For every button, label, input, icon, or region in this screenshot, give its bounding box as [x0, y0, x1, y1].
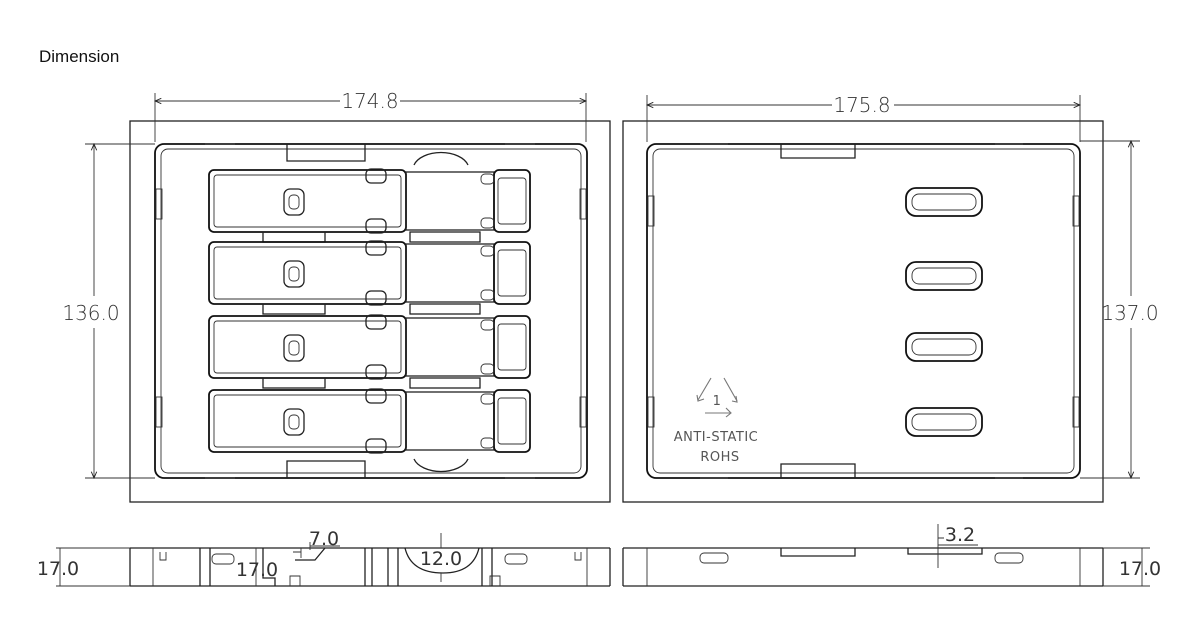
- dim-pocket-width: 7.0: [293, 528, 340, 558]
- top-view-left: [129, 120, 611, 503]
- dim-pocket-depth: 12.0: [420, 533, 462, 582]
- dim-left-height: 136.0: [62, 144, 155, 478]
- dim-side-right: 17.0: [1103, 547, 1161, 587]
- vent-slot: [905, 187, 983, 217]
- dim-pocket-depth-label: 12.0: [420, 548, 462, 570]
- dim-side-left: 17.0: [37, 547, 130, 587]
- top-view-right: 1 ANTI-STATIC ROHS: [622, 120, 1104, 503]
- vent-slot: [905, 261, 983, 291]
- dim-left-width-label: 174.8: [341, 89, 398, 113]
- tray-cell: [208, 388, 531, 454]
- tray-cell: [208, 168, 531, 243]
- dim-left-width: 174.8: [155, 89, 586, 142]
- dim-side-right-label: 17.0: [1119, 558, 1161, 580]
- dim-side-inner-label: 17.0: [236, 559, 278, 581]
- dim-right-width-label: 175.8: [833, 93, 890, 117]
- tray-cell: [208, 314, 531, 389]
- dim-right-height: 137.0: [1080, 141, 1159, 478]
- dim-side-left-label: 17.0: [37, 558, 79, 580]
- vent-slot: [905, 332, 983, 362]
- dim-step: 3.2: [937, 524, 978, 568]
- dim-right-width: 175.8: [647, 93, 1080, 142]
- dim-step-label: 3.2: [945, 524, 975, 546]
- side-view-right: [622, 547, 1104, 587]
- dim-side-inner: 17.0: [236, 548, 278, 586]
- recycle-code: 1: [713, 394, 722, 409]
- anti-static-marking: ANTI-STATIC: [674, 430, 759, 445]
- side-view-left: [129, 547, 611, 587]
- tray-cell: [208, 240, 531, 315]
- dim-right-height-label: 137.0: [1101, 301, 1158, 325]
- dim-pocket-width-label: 7.0: [309, 528, 339, 550]
- recycle-triangle-icon: 1: [696, 377, 738, 418]
- vent-slot: [905, 407, 983, 437]
- dim-left-height-label: 136.0: [62, 301, 119, 325]
- rohs-marking: ROHS: [700, 450, 739, 465]
- page-title: Dimension: [39, 47, 120, 66]
